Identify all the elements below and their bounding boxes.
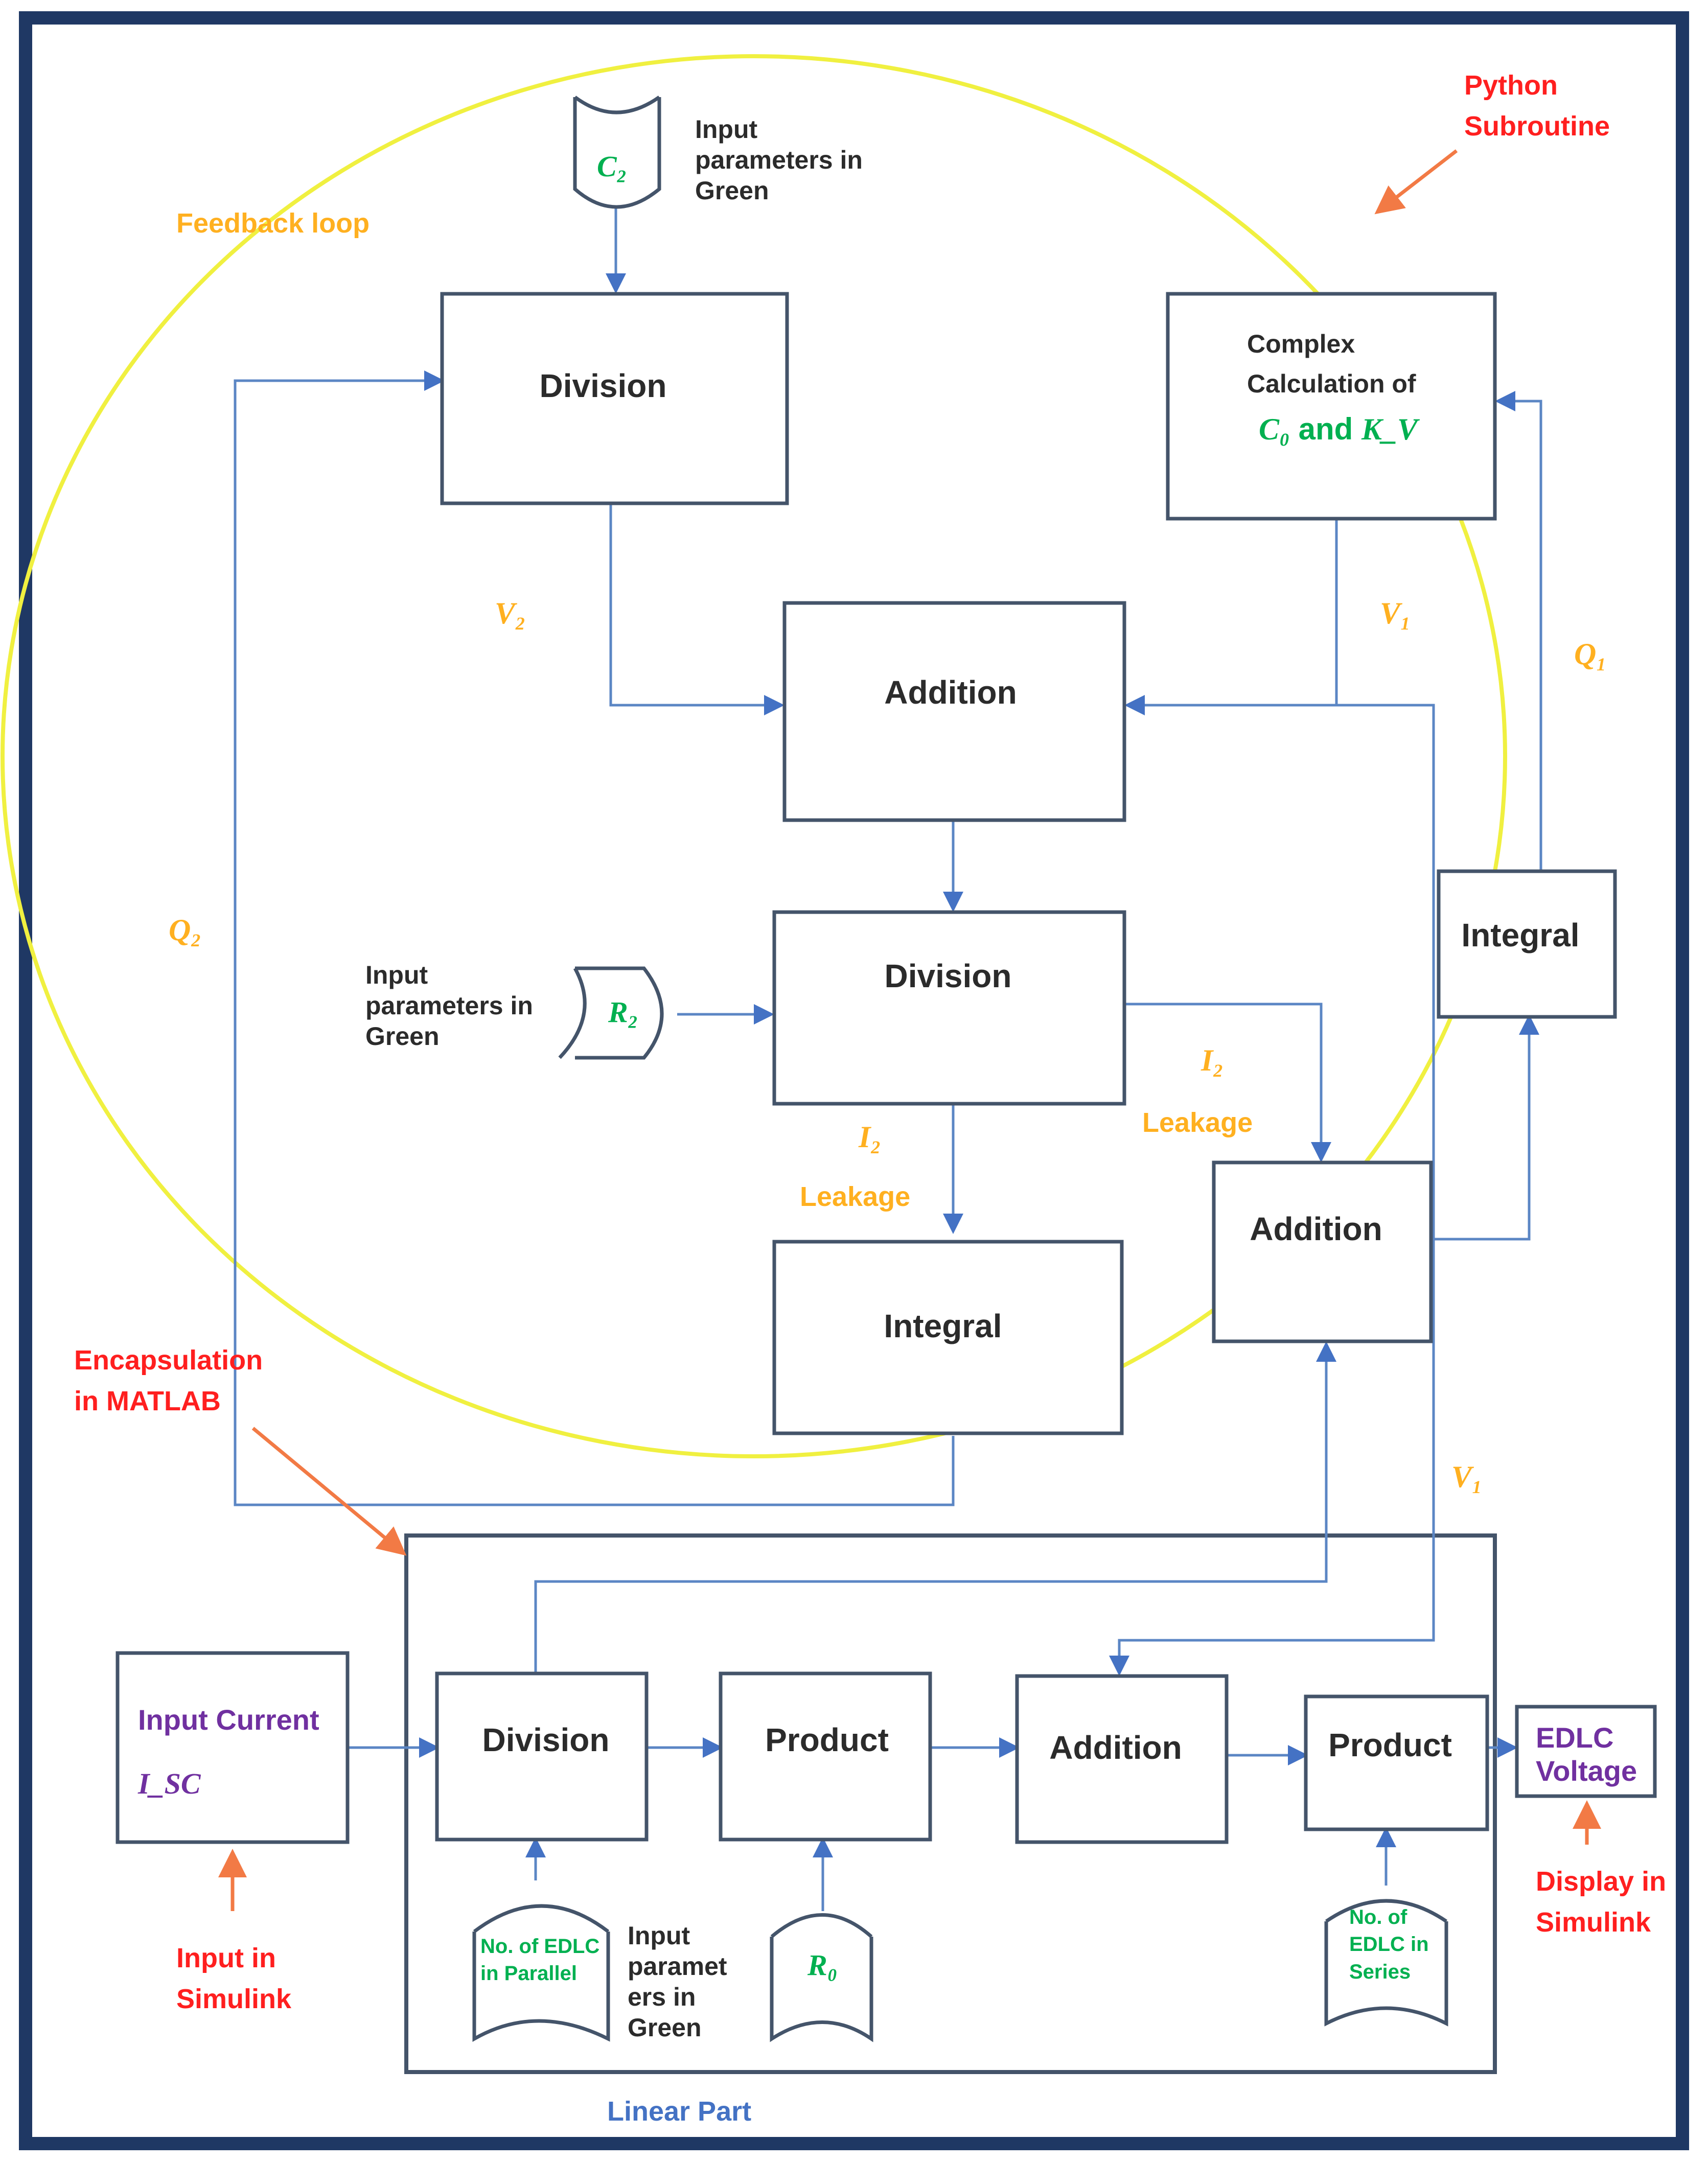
linear-part-box [404, 1533, 1497, 2074]
svg-text:EDLC: EDLC [1536, 1722, 1613, 1754]
svg-text:Division: Division [482, 1722, 610, 1758]
svg-text:parameters in: parameters in [365, 991, 533, 1020]
signal-v2: V₂ [495, 596, 526, 630]
block-division-top: Division [440, 292, 789, 505]
input-current-box: Input Current I_SC [116, 1651, 350, 1844]
input-c2-cylinder: C₂ [573, 96, 661, 209]
svg-text:Green: Green [695, 176, 769, 205]
encapsulation-arrow [251, 1427, 407, 1556]
svg-text:Simulink: Simulink [176, 1984, 292, 2014]
python-arrow [1374, 149, 1458, 215]
block-product-2: Product [1304, 1694, 1489, 1831]
block-integral-mid: Integral [772, 1240, 1124, 1435]
svg-text:Addition: Addition [1250, 1211, 1382, 1247]
block-addition-bottom: Addition [1015, 1674, 1229, 1844]
leakage-mid: Leakage [800, 1181, 910, 1212]
input-note-mid: Input parameters in Green [365, 961, 533, 1051]
input-series-cylinder: No. of EDLC in Series [1324, 1899, 1448, 2027]
input-r2-cylinder: R₂ [558, 966, 664, 1060]
input-note-bottom: Input paramet ers in Green [628, 1921, 727, 2042]
svg-text:Complex: Complex [1247, 330, 1355, 358]
svg-text:Product: Product [765, 1722, 889, 1758]
feedback-loop-label: Feedback loop [176, 208, 370, 239]
encapsulation-label: Encapsulation in MATLAB [74, 1345, 263, 1416]
block-addition-mid: Addition [782, 601, 1126, 822]
svg-text:EDLC in: EDLC in [1349, 1933, 1429, 1956]
svg-text:Subroutine: Subroutine [1464, 111, 1610, 142]
input-r0-cylinder: R₀ [770, 1913, 873, 2042]
input-in-simulink-label: Input in Simulink [176, 1943, 292, 2014]
svg-text:Input: Input [628, 1921, 690, 1950]
signal-i2-right: I₂ [1201, 1043, 1224, 1077]
svg-text:paramet: paramet [628, 1952, 727, 1981]
svg-text:Division: Division [540, 367, 667, 404]
svg-text:Division: Division [885, 958, 1012, 994]
svg-text:I_SC: I_SC [137, 1767, 201, 1800]
svg-text:R₀: R₀ [807, 1948, 838, 1982]
svg-text:Product: Product [1328, 1727, 1452, 1763]
leakage-right: Leakage [1142, 1107, 1253, 1138]
signal-q1: Q₁ [1574, 637, 1607, 671]
linear-part-label: Linear Part [607, 2096, 751, 2127]
edlc-voltage-box: EDLC Voltage [1515, 1705, 1657, 1798]
block-integral-right: Integral [1437, 869, 1617, 1019]
display-in-simulink-label: Display in Simulink [1536, 1866, 1666, 1938]
svg-text:Calculation of: Calculation of [1247, 369, 1416, 398]
svg-text:Input in: Input in [176, 1943, 276, 1973]
svg-text:Series: Series [1349, 1961, 1411, 1983]
svg-text:Addition: Addition [884, 674, 1017, 711]
svg-text:in Parallel: in Parallel [480, 1962, 577, 1985]
svg-text:Python: Python [1464, 70, 1558, 101]
svg-text:Green: Green [628, 2013, 702, 2042]
svg-text:in MATLAB: in MATLAB [74, 1386, 221, 1416]
svg-text:C₀ and K_V: C₀ and K_V [1259, 412, 1420, 447]
svg-text:No. of EDLC: No. of EDLC [480, 1935, 599, 1958]
svg-text:Addition: Addition [1049, 1729, 1182, 1766]
svg-text:Integral: Integral [1461, 917, 1579, 953]
block-addition-right: Addition [1212, 1160, 1433, 1343]
svg-text:C₂: C₂ [597, 150, 627, 183]
python-subroutine-label: Python Subroutine [1464, 70, 1610, 142]
input-parallel-cylinder: No. of EDLC in Parallel [472, 1904, 610, 2042]
signal-q2: Q₂ [169, 913, 201, 947]
input-note-top: Input parameters in Green [695, 115, 863, 205]
signal-i2-mid: I₂ [858, 1120, 881, 1154]
svg-text:Input: Input [365, 961, 428, 989]
signal-v1-top: V₁ [1380, 596, 1411, 630]
svg-text:Encapsulation: Encapsulation [74, 1345, 263, 1376]
block-division-mid: Division [772, 910, 1126, 1106]
python-subroutine-circle [1, 54, 1507, 1458]
svg-text:Input Current: Input Current [138, 1704, 319, 1736]
connectors [234, 204, 1542, 1911]
svg-text:Integral: Integral [884, 1308, 1002, 1344]
svg-text:Simulink: Simulink [1536, 1907, 1651, 1938]
svg-text:parameters in: parameters in [695, 146, 863, 174]
signal-v1-bottom: V₁ [1451, 1460, 1483, 1494]
svg-text:R₂: R₂ [608, 995, 638, 1029]
svg-text:No. of: No. of [1349, 1906, 1407, 1928]
block-division-bottom: Division [435, 1671, 649, 1842]
svg-text:Display in: Display in [1536, 1866, 1666, 1897]
block-product-1: Product [719, 1671, 932, 1842]
signal-labels: V₂ V₁ Q₁ Q₂ I₂ Leakage I₂ Leakage V₁ [169, 596, 1607, 1494]
svg-text:ers in: ers in [628, 1983, 696, 2011]
svg-text:Voltage: Voltage [1536, 1755, 1637, 1787]
svg-text:Input: Input [695, 115, 758, 144]
svg-text:Green: Green [365, 1022, 440, 1051]
block-complex-calculation: Complex Calculation of C₀ and K_V [1166, 292, 1497, 521]
